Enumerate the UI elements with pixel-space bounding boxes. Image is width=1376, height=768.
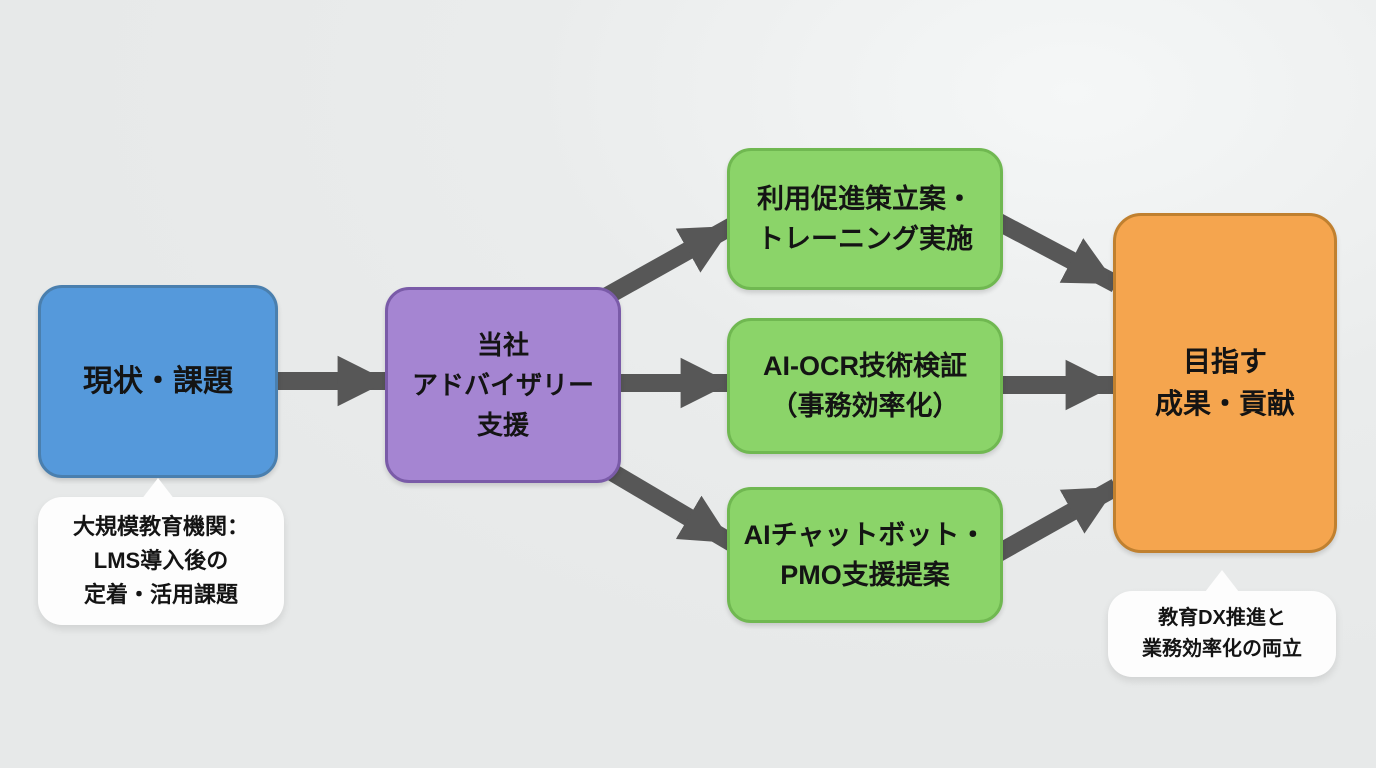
callout-tail-up-icon xyxy=(141,478,175,500)
callout-target-outcome-note: 教育DX推進と 業務効率化の両立 xyxy=(1108,570,1336,677)
callout-target-outcome-note-label: 教育DX推進と 業務効率化の両立 xyxy=(1142,607,1302,660)
arrow-advisory-to-chatbot xyxy=(595,457,737,551)
node-usage-promotion: 利用促進策立案・ トレーニング実施 xyxy=(727,148,1003,290)
callout-current-state-note: 大規模教育機関： LMS導入後の 定着・活用課題 xyxy=(38,478,284,625)
arrow-promotion-to-outcome xyxy=(990,212,1121,292)
node-current-state-label: 現状・課題 xyxy=(83,365,233,398)
callout-tail-up-icon xyxy=(1205,570,1239,592)
arrow-advisory-to-promotion xyxy=(595,218,737,308)
node-current-state: 現状・課題 xyxy=(38,285,278,478)
node-ai-ocr-validation: AI-OCR技術検証 （事務効率化） xyxy=(727,318,1003,454)
node-ai-chatbot-pmo: AIチャットボット・ PMO支援提案 xyxy=(727,487,1003,623)
node-target-outcome: 目指す 成果・貢献 xyxy=(1113,213,1337,553)
arrow-chatbot-to-outcome xyxy=(990,479,1121,563)
node-usage-promotion-label: 利用促進策立案・ トレーニング実施 xyxy=(757,183,973,255)
node-advisory-support: 当社 アドバイザリー 支援 xyxy=(385,287,621,483)
node-ai-chatbot-pmo-label: AIチャットボット・ PMO支援提案 xyxy=(743,519,987,591)
node-advisory-support-label: 当社 アドバイザリー 支援 xyxy=(411,329,594,441)
node-ai-ocr-validation-label: AI-OCR技術検証 （事務効率化） xyxy=(763,350,967,422)
callout-current-state-note-label: 大規模教育機関： LMS導入後の 定着・活用課題 xyxy=(72,513,249,608)
node-target-outcome-label: 目指す 成果・貢献 xyxy=(1154,346,1295,419)
